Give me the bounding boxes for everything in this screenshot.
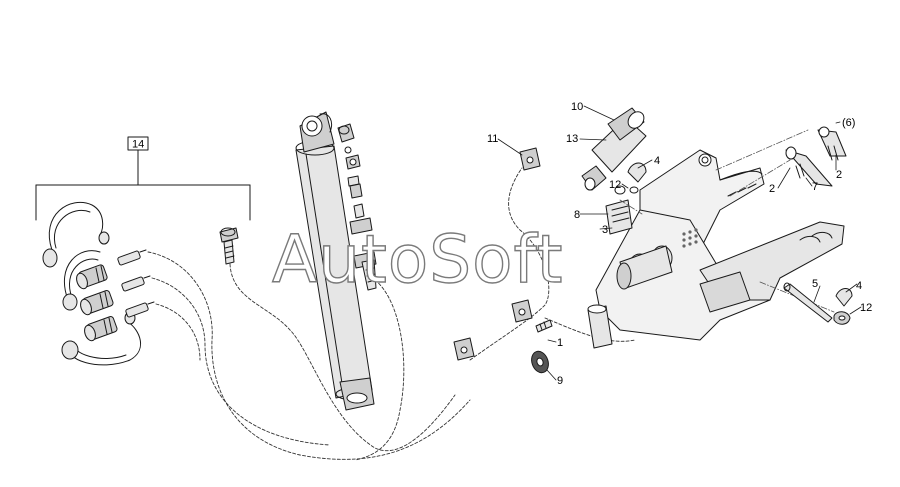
hydraulic-cylinder: [295, 111, 377, 411]
callout-7: 7: [812, 181, 818, 193]
callout-labels: 14 10 13 11 4 12 8 3 1 9 (6) 2 7 2 5 4 1…: [132, 101, 872, 387]
fittings-stack: [337, 123, 377, 291]
washer-9: [531, 350, 549, 374]
callout-3: 3: [602, 224, 608, 236]
watermark-text: AutoSoft: [272, 221, 563, 298]
callout-1: 1: [557, 337, 563, 349]
holder-bolt: [219, 227, 239, 265]
callout-2-left: 2: [769, 183, 775, 195]
lynch-pin-upper: [614, 162, 647, 195]
pivot-pins: [785, 126, 847, 187]
callout-12-upper: 12: [609, 179, 621, 191]
lynch-pin-lower: [833, 288, 853, 325]
callout-2-right: 2: [836, 169, 842, 181]
callout-4-lower: 4: [856, 280, 862, 292]
alignment-lines: [619, 129, 835, 313]
callout-5: 5: [812, 278, 818, 290]
kit-14-bracket: [35, 136, 251, 221]
leader-lines: [497, 105, 862, 381]
loader-mounting-frame: [587, 149, 845, 349]
callout-12-lower: 12: [860, 302, 872, 314]
callout-10: 10: [571, 101, 583, 113]
screw-1: [535, 319, 553, 333]
callout-4-upper: 4: [654, 155, 660, 167]
callout-6: (6): [842, 117, 855, 129]
callout-14: 14: [132, 139, 144, 151]
callout-8: 8: [574, 209, 580, 221]
long-pin-5: [783, 282, 833, 323]
hose-routing: [147, 167, 636, 461]
accumulator-cylinder: [581, 107, 647, 191]
callout-9: 9: [557, 375, 563, 387]
callout-13: 13: [566, 133, 578, 145]
callout-11: 11: [487, 133, 498, 145]
quick-coupler-set: [42, 201, 155, 366]
